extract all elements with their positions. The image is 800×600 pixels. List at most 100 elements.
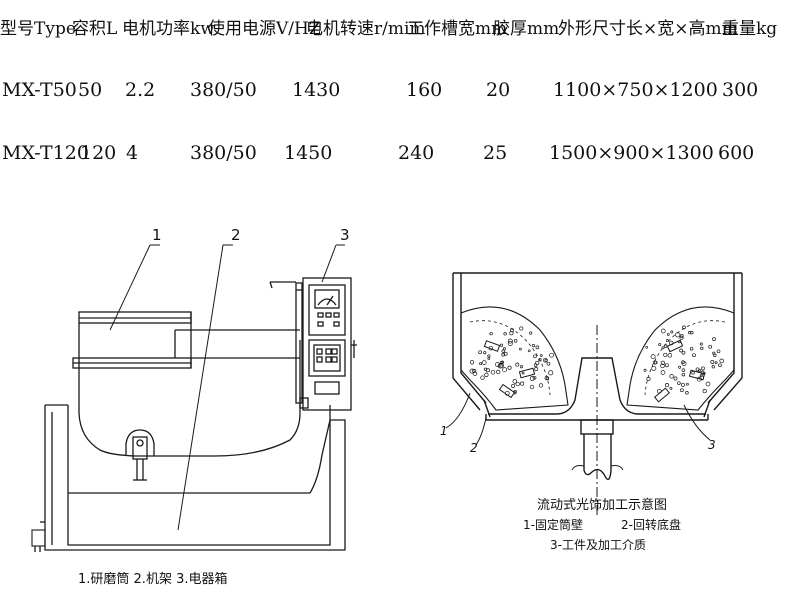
cell-model: MX-T50 bbox=[2, 79, 77, 101]
media-particle bbox=[681, 360, 685, 365]
media-particle bbox=[513, 389, 517, 393]
media-particle bbox=[680, 388, 684, 393]
media-particle bbox=[519, 365, 524, 369]
media-particle bbox=[515, 362, 520, 367]
media-particle bbox=[652, 360, 658, 365]
media-particles bbox=[469, 325, 724, 396]
cell-slot-width: 240 bbox=[398, 142, 435, 164]
media-particle bbox=[686, 382, 689, 386]
flow-legend-item-3: 3-工件及加工介质 bbox=[550, 538, 646, 552]
media-particle bbox=[479, 362, 483, 366]
cell-power-supply: 380/50 bbox=[190, 79, 257, 101]
media-particle bbox=[490, 369, 496, 375]
flow-callout-2: 2 bbox=[470, 441, 478, 455]
flow-legend-item-2: 2-回转底盘 bbox=[621, 518, 681, 532]
media-particle bbox=[699, 342, 703, 346]
media-particle bbox=[521, 371, 525, 375]
barrel-latch bbox=[125, 429, 155, 481]
media-particle bbox=[666, 333, 670, 336]
media-particle bbox=[697, 368, 702, 373]
media-particle bbox=[499, 343, 504, 347]
media-particle bbox=[519, 326, 524, 331]
workpieces bbox=[483, 339, 706, 403]
media-particle bbox=[679, 333, 684, 338]
media-particle bbox=[679, 348, 683, 353]
media-particle bbox=[682, 325, 686, 330]
media-particle bbox=[538, 383, 544, 388]
media-particle bbox=[515, 381, 520, 387]
media-particle bbox=[660, 363, 665, 369]
cell-volume: 120 bbox=[80, 142, 117, 164]
media-particle bbox=[532, 375, 537, 380]
flow-callout-3: 3 bbox=[708, 438, 716, 452]
media-particle bbox=[507, 365, 512, 370]
media-particle bbox=[520, 381, 525, 386]
media-right bbox=[626, 306, 735, 411]
flow-legend-item-1: 1-固定筒壁 bbox=[523, 518, 583, 532]
media-particle bbox=[478, 350, 482, 355]
media-particle bbox=[669, 386, 673, 390]
media-particle bbox=[535, 360, 540, 366]
header-motor-speed: 电机转速r/mim bbox=[306, 19, 426, 39]
header-volume: 容积L bbox=[72, 19, 118, 39]
media-particle bbox=[643, 368, 647, 372]
media-particle bbox=[487, 354, 491, 358]
cell-model: MX-T120 bbox=[2, 142, 89, 164]
cell-slot-width: 160 bbox=[406, 79, 443, 101]
media-particle bbox=[531, 343, 536, 348]
cell-power-supply: 380/50 bbox=[190, 142, 257, 164]
media-particle bbox=[503, 332, 507, 336]
cell-weight: 600 bbox=[718, 142, 755, 164]
media-particle bbox=[660, 370, 666, 375]
media-particle bbox=[544, 358, 548, 362]
media-particle bbox=[469, 360, 475, 365]
media-particle bbox=[660, 360, 666, 366]
media-particle bbox=[664, 383, 670, 388]
media-particle bbox=[535, 345, 540, 350]
cell-rubber-thickness: 20 bbox=[486, 79, 511, 101]
media-particle bbox=[486, 368, 490, 373]
grinding-barrel bbox=[72, 311, 301, 457]
media-particle bbox=[678, 365, 682, 369]
media-particle bbox=[511, 383, 516, 388]
machine-callout-1: 1 bbox=[152, 226, 162, 244]
media-particle bbox=[716, 349, 721, 354]
machine-legend: 1.研磨筒 2.机架 3.电器箱 bbox=[78, 572, 228, 587]
media-particle bbox=[513, 339, 518, 343]
media-particle bbox=[502, 347, 506, 351]
media-particle bbox=[681, 368, 686, 372]
cell-rubber-thickness: 25 bbox=[483, 142, 508, 164]
media-particle bbox=[510, 328, 515, 333]
media-particle bbox=[529, 331, 533, 335]
media-particle bbox=[665, 339, 669, 343]
media-particle bbox=[484, 372, 489, 377]
media-particle bbox=[538, 358, 542, 362]
media-particle bbox=[650, 354, 656, 360]
media-particle bbox=[711, 365, 715, 369]
electrical-box bbox=[269, 277, 357, 411]
media-particle bbox=[483, 351, 487, 355]
media-particle bbox=[712, 351, 716, 355]
media-particle bbox=[689, 346, 694, 351]
media-particle bbox=[481, 360, 487, 365]
media-particle bbox=[661, 346, 665, 350]
cell-dimensions: 1100×750×1200 bbox=[553, 79, 718, 101]
media-particle bbox=[719, 358, 724, 364]
media-particle bbox=[710, 360, 715, 364]
media-particle bbox=[507, 338, 513, 344]
media-particle bbox=[677, 381, 681, 385]
media-particle bbox=[718, 363, 722, 368]
media-particle bbox=[519, 347, 522, 351]
media-particle bbox=[489, 331, 493, 336]
media-particle bbox=[667, 353, 673, 358]
flow-title: 流动式光饰加工示意图 bbox=[537, 498, 668, 513]
media-particle bbox=[469, 368, 475, 374]
header-weight: 重量kg bbox=[722, 19, 778, 39]
media-particle bbox=[480, 375, 485, 380]
cell-weight: 300 bbox=[722, 79, 759, 101]
machine-callout-2: 2 bbox=[231, 226, 241, 244]
media-particle bbox=[527, 349, 531, 353]
fixed-barrel-wall bbox=[452, 272, 743, 411]
media-particle bbox=[646, 376, 651, 381]
